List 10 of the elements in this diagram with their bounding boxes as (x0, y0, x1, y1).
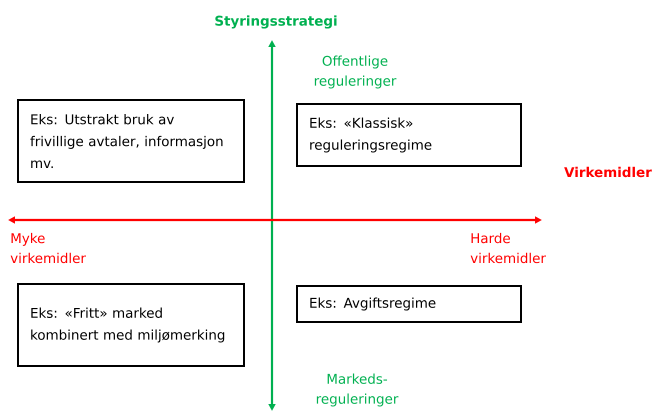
example-box: Eks: Avgiftsregime (296, 285, 522, 323)
axis-end-label: Markeds- reguleringer (316, 374, 398, 406)
axis-title: Virkemidler (564, 166, 652, 178)
example-box: Eks: «Klassisk» reguleringsregime (296, 103, 522, 167)
axis-title: Styringsstrategi (215, 15, 336, 29)
example-box: Eks: «Fritt» marked kombinert med miljømerking (17, 283, 245, 367)
example-box: Eks: Utstrakt bruk av frivillige avtaler, informasjon mv. (17, 99, 245, 183)
axis-end-label: Harde virkemidler (470, 232, 546, 264)
axis-end-label: Offentlige reguleringer (314, 56, 396, 88)
axis-end-label: Myke virkemidler (10, 232, 86, 264)
